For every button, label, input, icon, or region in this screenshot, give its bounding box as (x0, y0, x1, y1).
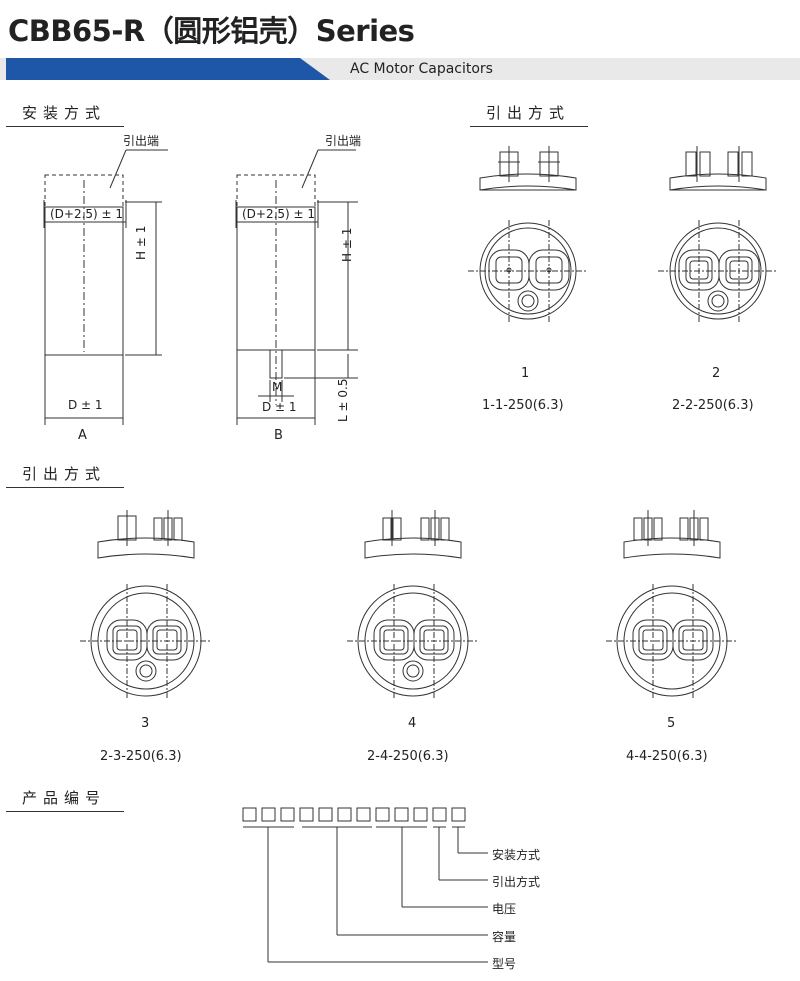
install-label-b: B (274, 428, 283, 443)
product-code-diagram (242, 807, 488, 963)
install-drawing-b (235, 149, 358, 425)
terminal-code-3: 2-3-250(6.3) (100, 749, 182, 764)
terminal-drawing-4 (347, 510, 477, 700)
terminal-code-1: 1-1-250(6.3) (482, 398, 564, 413)
legend-installation: 安装方式 (492, 848, 541, 862)
terminal-drawing-5 (606, 510, 736, 700)
height-dimension-a: H ± 1 (134, 225, 148, 260)
terminal-number-4: 4 (408, 716, 417, 731)
legend-model: 型号 (492, 957, 517, 971)
length-dimension-b: L ± 0.5 (336, 378, 350, 422)
top-dimension-a: (D+2.5) ± 1 (50, 207, 124, 221)
terminal-code-4: 2-4-250(6.3) (367, 749, 449, 764)
install-label-a: A (78, 428, 87, 443)
legend-capacitance: 容量 (492, 930, 517, 944)
install-drawing-a (43, 149, 168, 425)
terminal-drawing-2 (658, 146, 778, 322)
terminal-drawing-3 (80, 510, 210, 700)
height-dimension-b: H ± 1 (340, 227, 354, 262)
divider (6, 811, 124, 812)
terminal-number-3: 3 (141, 716, 150, 731)
terminal-number-2: 2 (712, 366, 721, 381)
legend-terminal: 引出方式 (492, 875, 541, 889)
legend-voltage: 电压 (492, 902, 517, 916)
page-subtitle: AC Motor Capacitors (350, 61, 493, 77)
terminal-code-5: 4-4-250(6.3) (626, 749, 708, 764)
diameter-dimension-b: D ± 1 (262, 400, 297, 414)
divider (470, 126, 588, 127)
terminal-number-5: 5 (667, 716, 676, 731)
terminal-drawing-1 (468, 146, 588, 322)
divider (6, 487, 124, 488)
section-terminal-top: 引出方式 (486, 104, 571, 122)
terminal-number-1: 1 (521, 366, 530, 381)
terminal-label-a: 引出端 (123, 134, 160, 148)
section-installation: 安装方式 (22, 104, 107, 122)
terminal-label-b: 引出端 (325, 134, 362, 148)
diameter-dimension-a: D ± 1 (68, 398, 103, 412)
section-product-code: 产品编号 (22, 789, 107, 807)
terminal-code-2: 2-2-250(6.3) (672, 398, 754, 413)
divider (6, 126, 124, 127)
stud-dimension-b: M (272, 380, 283, 394)
page-title: CBB65-R（圆形铝壳）Series (8, 14, 415, 48)
top-dimension-b: (D+2.5) ± 1 (242, 207, 316, 221)
header-band (0, 58, 800, 80)
section-terminal-bottom: 引出方式 (22, 465, 107, 483)
